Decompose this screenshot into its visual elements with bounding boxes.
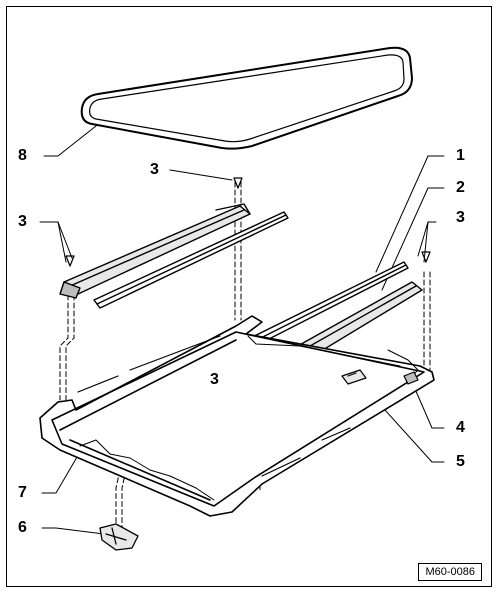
callout-3-mid: 3 [210, 371, 219, 388]
callout-7: 7 [18, 484, 27, 501]
diagram-frame [6, 6, 492, 587]
left-guide-rail [59, 203, 251, 299]
callout-5: 5 [456, 453, 465, 470]
callout-3-left: 3 [18, 213, 27, 230]
callout-6: 6 [18, 519, 27, 536]
figure-id-label: M60-0086 [418, 563, 482, 581]
mounting-bracket-5 [341, 369, 367, 385]
roof-seal [80, 46, 413, 150]
sunroof-motor-clip [99, 523, 139, 551]
callout-4: 4 [456, 419, 465, 436]
frame-bracket-4 [403, 371, 419, 385]
callout-2: 2 [456, 179, 465, 196]
callout-1: 1 [456, 147, 465, 164]
callout-8: 8 [18, 147, 27, 164]
left-trim-strip [93, 211, 289, 309]
callout-3-right: 3 [456, 209, 465, 226]
sunroof-frame [39, 315, 435, 517]
drain-lines [77, 335, 351, 477]
callout-3-top: 3 [150, 161, 159, 178]
